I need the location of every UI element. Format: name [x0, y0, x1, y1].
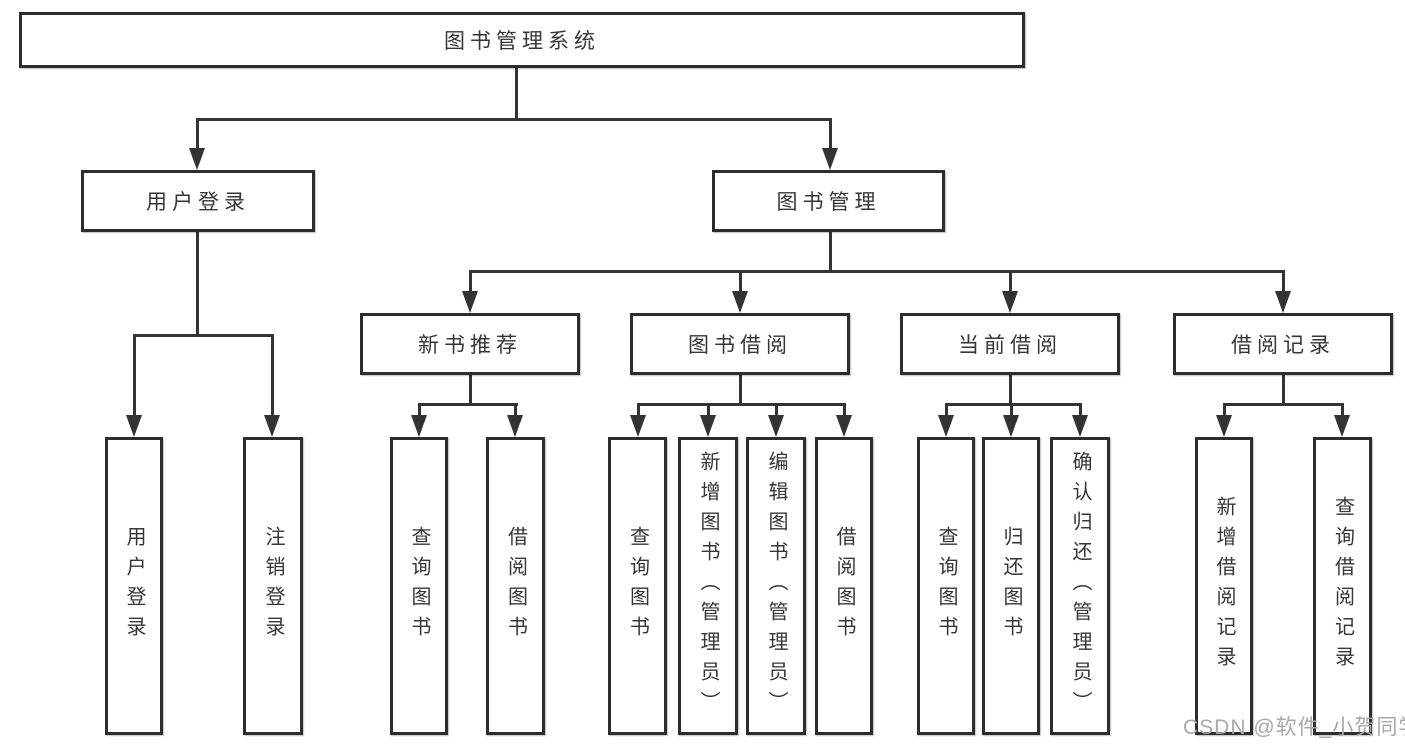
connector-line	[133, 334, 274, 337]
leaf-user-login: 用户登录	[105, 437, 163, 735]
connector-line	[775, 403, 778, 418]
leaf-borrowing-edit-books-admin: 编辑图书（管理员）	[746, 437, 806, 735]
connector-line	[843, 403, 846, 418]
arrow-down-icon	[836, 415, 852, 437]
connector-line	[514, 403, 517, 418]
arrow-down-icon	[732, 291, 748, 313]
arrow-down-icon	[1072, 415, 1088, 437]
leaf-borrowing-add-books-admin: 新增图书（管理员）	[678, 437, 738, 735]
arrow-down-icon	[1003, 415, 1019, 437]
connector-line	[1223, 403, 1226, 418]
arrow-down-icon	[126, 415, 142, 437]
connector-line	[271, 334, 274, 418]
connector-line	[515, 66, 518, 120]
arrow-down-icon	[507, 415, 523, 437]
connector-line	[1341, 403, 1344, 418]
arrow-down-icon	[1216, 415, 1232, 437]
connector-line	[829, 230, 832, 272]
leaf-current-query-books: 查询图书	[917, 437, 975, 735]
connector-line	[196, 230, 199, 336]
csdn-watermark: CSDN @软件_小贺同学	[1183, 716, 1405, 739]
connector-line	[707, 403, 710, 418]
node-book-borrowing: 图书借阅	[630, 313, 850, 375]
leaf-logout: 注销登录	[243, 437, 303, 735]
connector-line	[1282, 270, 1285, 294]
node-user-login: 用户登录	[81, 170, 315, 232]
connector-line	[945, 403, 948, 418]
connector-line	[1079, 403, 1082, 418]
leaf-current-confirm-return-admin: 确认归还（管理员）	[1050, 437, 1110, 735]
arrow-down-icon	[411, 415, 427, 437]
connector-line	[469, 270, 1284, 273]
leaf-borrowing-query-books: 查询图书	[608, 437, 667, 735]
arrow-down-icon	[1002, 291, 1018, 313]
node-book-management: 图书管理	[712, 170, 945, 232]
connector-line	[196, 118, 199, 150]
connector-line	[418, 403, 518, 406]
connector-line	[1010, 403, 1013, 418]
arrow-down-icon	[822, 148, 838, 170]
arrow-down-icon	[462, 291, 478, 313]
connector-line	[133, 334, 136, 418]
connector-line	[945, 403, 1082, 406]
connector-line	[739, 270, 742, 294]
leaf-current-return-books: 归还图书	[982, 437, 1040, 735]
connector-line	[469, 270, 472, 294]
node-new-book-recommendation: 新书推荐	[360, 313, 580, 375]
connector-line	[637, 403, 640, 418]
connector-line	[637, 403, 846, 406]
leaf-recommend-borrow-books: 借阅图书	[486, 437, 545, 735]
arrow-down-icon	[768, 415, 784, 437]
leaf-recommend-query-books: 查询图书	[390, 437, 448, 735]
arrow-down-icon	[630, 415, 646, 437]
connector-line	[418, 403, 421, 418]
connector-line	[1282, 373, 1285, 406]
arrow-down-icon	[264, 415, 280, 437]
arrow-down-icon	[1275, 291, 1291, 313]
node-borrowing-records: 借阅记录	[1173, 313, 1393, 375]
connector-line	[469, 373, 472, 406]
leaf-records-query-record: 查询借阅记录	[1313, 437, 1372, 735]
connector-line	[196, 118, 832, 121]
connector-line	[1009, 270, 1012, 294]
arrow-down-icon	[189, 148, 205, 170]
connector-line	[1009, 373, 1012, 406]
arrow-down-icon	[938, 415, 954, 437]
connector-line	[1223, 403, 1344, 406]
connector-line	[739, 373, 742, 406]
leaf-borrowing-borrow-books: 借阅图书	[815, 437, 873, 735]
connector-line	[829, 118, 832, 150]
node-current-borrowing: 当前借阅	[900, 313, 1120, 375]
node-library-management-system: 图书管理系统	[19, 12, 1025, 68]
leaf-records-add-record: 新增借阅记录	[1195, 437, 1253, 735]
arrow-down-icon	[700, 415, 716, 437]
arrow-down-icon	[1334, 415, 1350, 437]
